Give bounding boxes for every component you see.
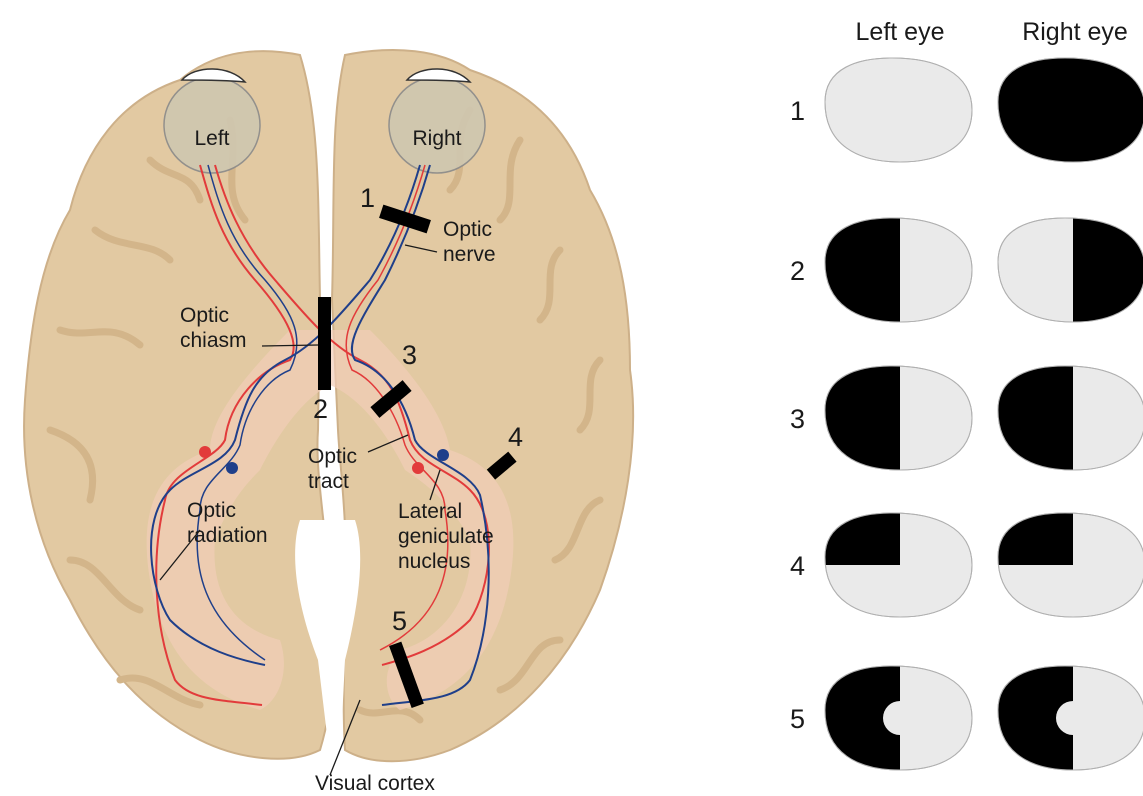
left-eye-field-2 [820,210,972,330]
right-eye-field-4 [993,505,1143,617]
lesion-number-1: 1 [360,183,375,213]
lgn-left-blue [226,462,238,474]
lesion-number-4: 4 [508,422,523,452]
field-rows: 1 2 3 4 5 [790,50,1143,778]
right-eye-field-5 [993,658,1143,778]
left-eye-field-5 [820,658,972,778]
field-row-label: 3 [790,404,805,434]
right-eye-field-1 [993,50,1143,170]
right-eye-label: Right [412,127,461,150]
left-eye-label: Left [194,127,229,150]
left-eye-header: Left eye [856,18,945,46]
lesion-number-5: 5 [392,606,407,636]
left-eye-field-1 [825,58,972,162]
field-row-label: 2 [790,256,805,286]
lgn-right-blue [437,449,449,461]
right-eye-field-3 [993,358,1143,478]
field-row-label: 1 [790,96,805,126]
lesion-2 [318,297,331,390]
brain-illustration: Left Right [24,50,633,795]
left-eye-field-4 [820,505,972,617]
visual-cortex-label: Visual cortex [315,772,435,795]
left-eye-field-3 [820,358,972,478]
field-row-label: 4 [790,551,805,581]
lgn-left-red [199,446,211,458]
lesion-number-3: 3 [402,340,417,370]
lesion-number-2: 2 [313,394,328,424]
right-eye-header: Right eye [1022,18,1128,46]
field-row-label: 5 [790,704,805,734]
visual-field-table: Left eye Right eye 1 2 3 4 5 [790,18,1143,778]
right-eye-field-2 [998,210,1143,330]
lgn-right-red [412,462,424,474]
